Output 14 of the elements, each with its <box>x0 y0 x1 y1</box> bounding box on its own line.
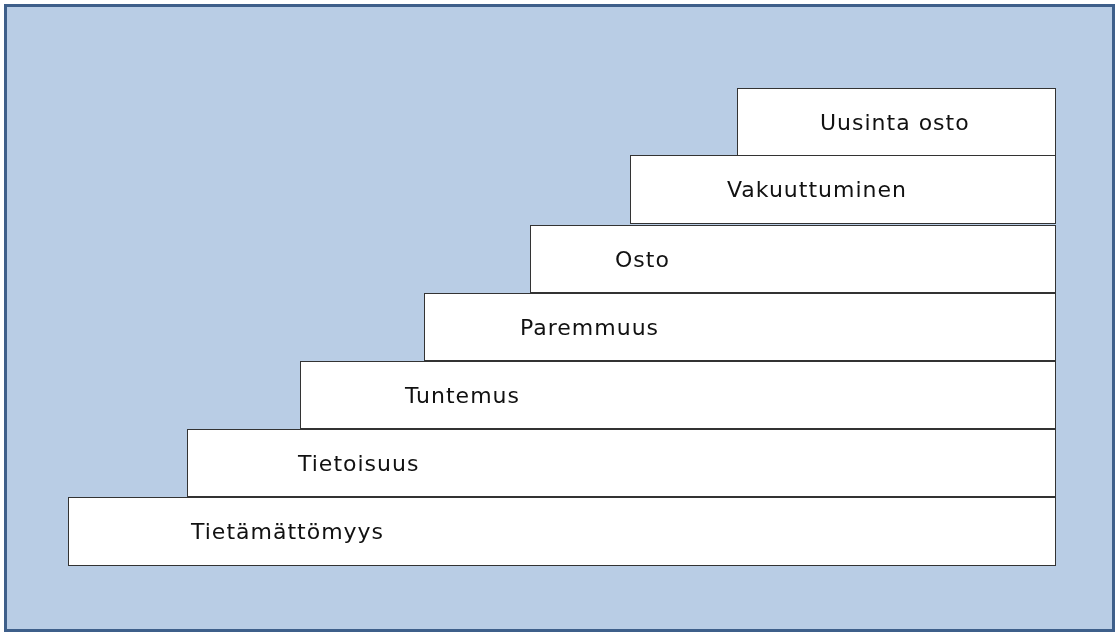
step-box <box>68 497 1056 566</box>
step-label: Vakuuttuminen <box>727 176 907 204</box>
step-label: Tuntemus <box>405 381 520 410</box>
step-box <box>187 429 1056 497</box>
step-box <box>630 155 1056 224</box>
step-label: Uusinta osto <box>820 108 970 137</box>
step-box <box>737 88 1056 156</box>
step-box <box>530 225 1056 293</box>
step-label: Osto <box>615 245 670 274</box>
step-label: Tietämättömyys <box>191 518 385 546</box>
step-box <box>300 361 1056 429</box>
step-label: Tietoisuus <box>298 449 420 478</box>
step-box <box>424 293 1056 361</box>
step-label: Paremmuus <box>520 313 660 342</box>
